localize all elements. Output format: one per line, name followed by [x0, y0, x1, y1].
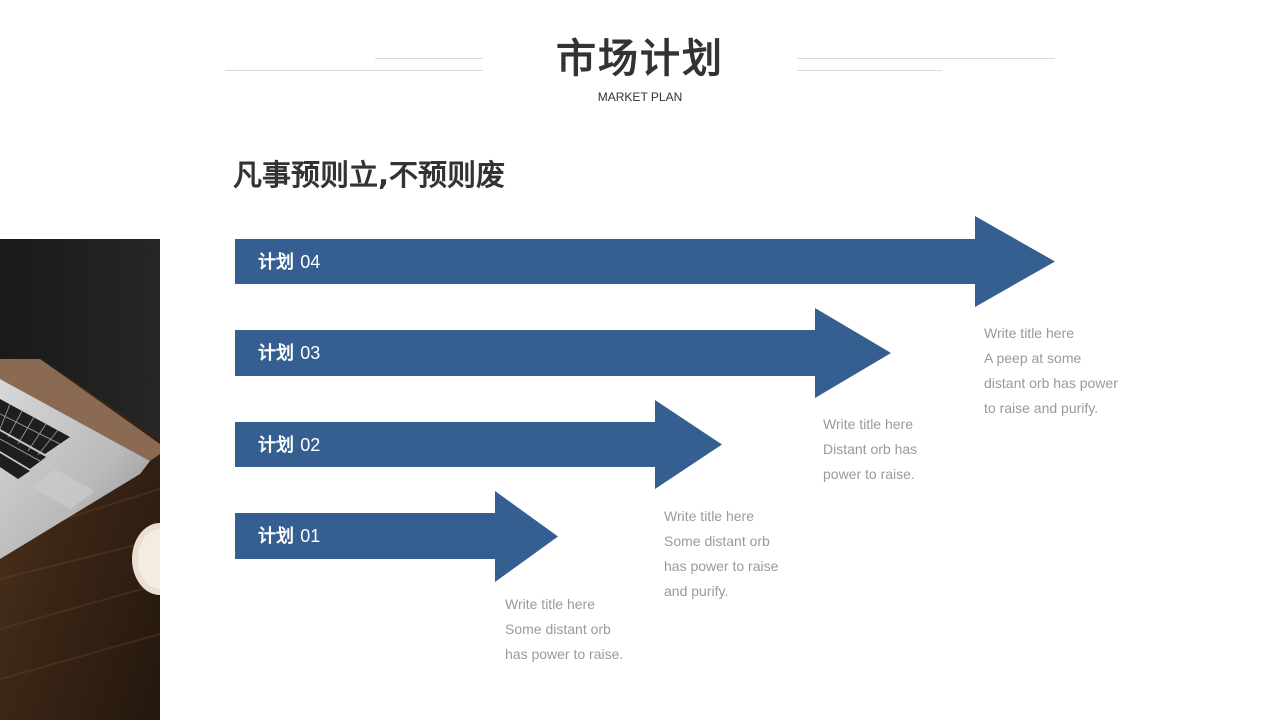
- arrow-label-cn: 计划: [258, 252, 294, 273]
- arrow-plan-03: [235, 308, 891, 398]
- arrow-label-cn: 计划: [258, 435, 294, 456]
- plan-02-description: Write title here Some distant orb has po…: [664, 504, 778, 604]
- desc-line: Write title here: [823, 416, 913, 432]
- laptop-photo: [0, 239, 160, 720]
- desc-line: Some distant orb: [505, 621, 611, 637]
- desc-line: Write title here: [505, 596, 595, 612]
- desc-line: to raise and purify.: [984, 400, 1099, 416]
- arrow-label-03: 计划 03: [258, 341, 320, 366]
- arrow-plan-04: [235, 216, 1055, 307]
- desc-line: A peep at some: [984, 350, 1082, 366]
- header-divider-left-short: [375, 58, 483, 59]
- header-divider-right-short: [797, 70, 942, 71]
- plan-03-description: Write title here Distant orb has power t…: [823, 412, 917, 487]
- arrow-label-number: 01: [300, 526, 321, 546]
- header-divider-left: [225, 70, 483, 71]
- arrow-label-04: 计划 04: [258, 250, 320, 275]
- arrow-label-number: 03: [300, 343, 321, 363]
- page-title: 市场计划: [556, 36, 724, 82]
- desc-line: has power to raise: [664, 558, 779, 574]
- arrow-label-number: 04: [300, 252, 321, 272]
- arrow-label-01: 计划 01: [258, 524, 320, 549]
- header-divider-right: [797, 58, 1055, 59]
- page-subtitle: MARKET PLAN: [597, 90, 683, 104]
- plan-01-description: Write title here Some distant orb has po…: [505, 592, 623, 667]
- desc-line: distant orb has power: [984, 375, 1118, 391]
- desc-line: Some distant orb: [664, 533, 770, 549]
- arrow-label-cn: 计划: [258, 526, 294, 547]
- arrow-label-02: 计划 02: [258, 433, 320, 458]
- desc-line: and purify.: [664, 583, 729, 599]
- plan-04-description: Write title here A peep at some distant …: [984, 321, 1118, 421]
- desc-line: Distant orb has: [823, 441, 918, 457]
- arrow-label-number: 02: [300, 435, 321, 455]
- desc-line: Write title here: [984, 325, 1074, 341]
- headline: 凡事预则立,不预则废: [233, 158, 506, 192]
- desc-line: power to raise.: [823, 466, 915, 482]
- desc-line: has power to raise.: [505, 646, 624, 662]
- desc-line: Write title here: [664, 508, 754, 524]
- arrow-label-cn: 计划: [258, 343, 294, 364]
